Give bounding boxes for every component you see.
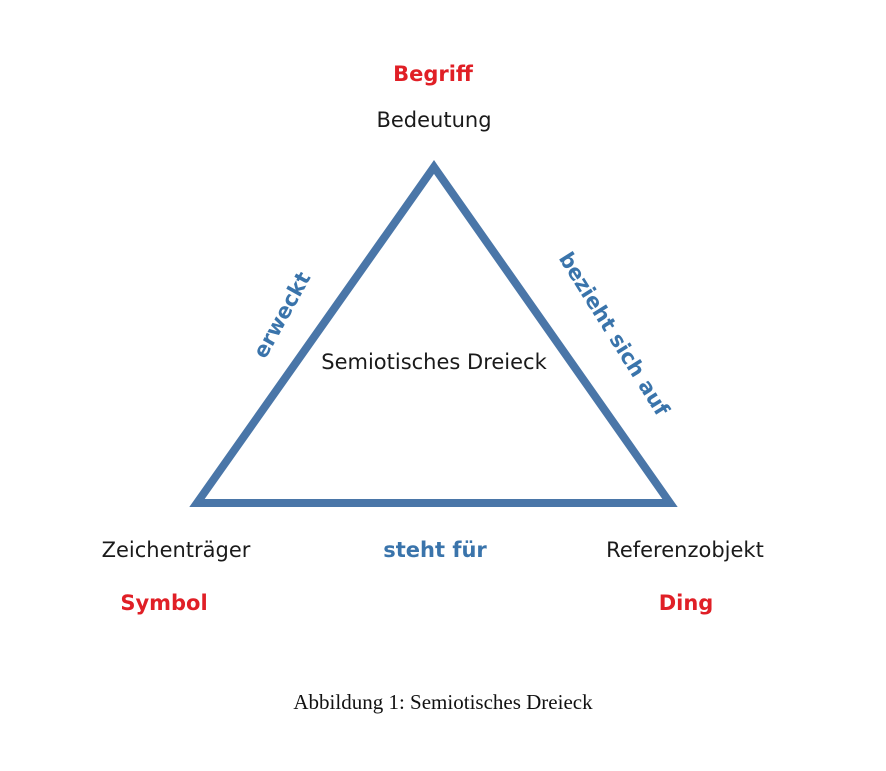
figure-caption: Abbildung 1: Semiotisches Dreieck: [293, 690, 593, 714]
bottom-left-concept-label: Symbol: [120, 591, 208, 615]
center-label: Semiotisches Dreieck: [321, 350, 547, 374]
triangle-outline: [189, 160, 678, 507]
bottom-left-vertex-label: Zeichenträger: [101, 538, 251, 562]
bottom-edge-label: steht für: [383, 538, 487, 562]
bottom-right-vertex-label: Referenzobjekt: [606, 538, 764, 562]
bottom-right-concept-label: Ding: [658, 591, 714, 615]
top-concept-label: Begriff: [393, 62, 473, 86]
top-vertex-label: Bedeutung: [376, 108, 492, 132]
